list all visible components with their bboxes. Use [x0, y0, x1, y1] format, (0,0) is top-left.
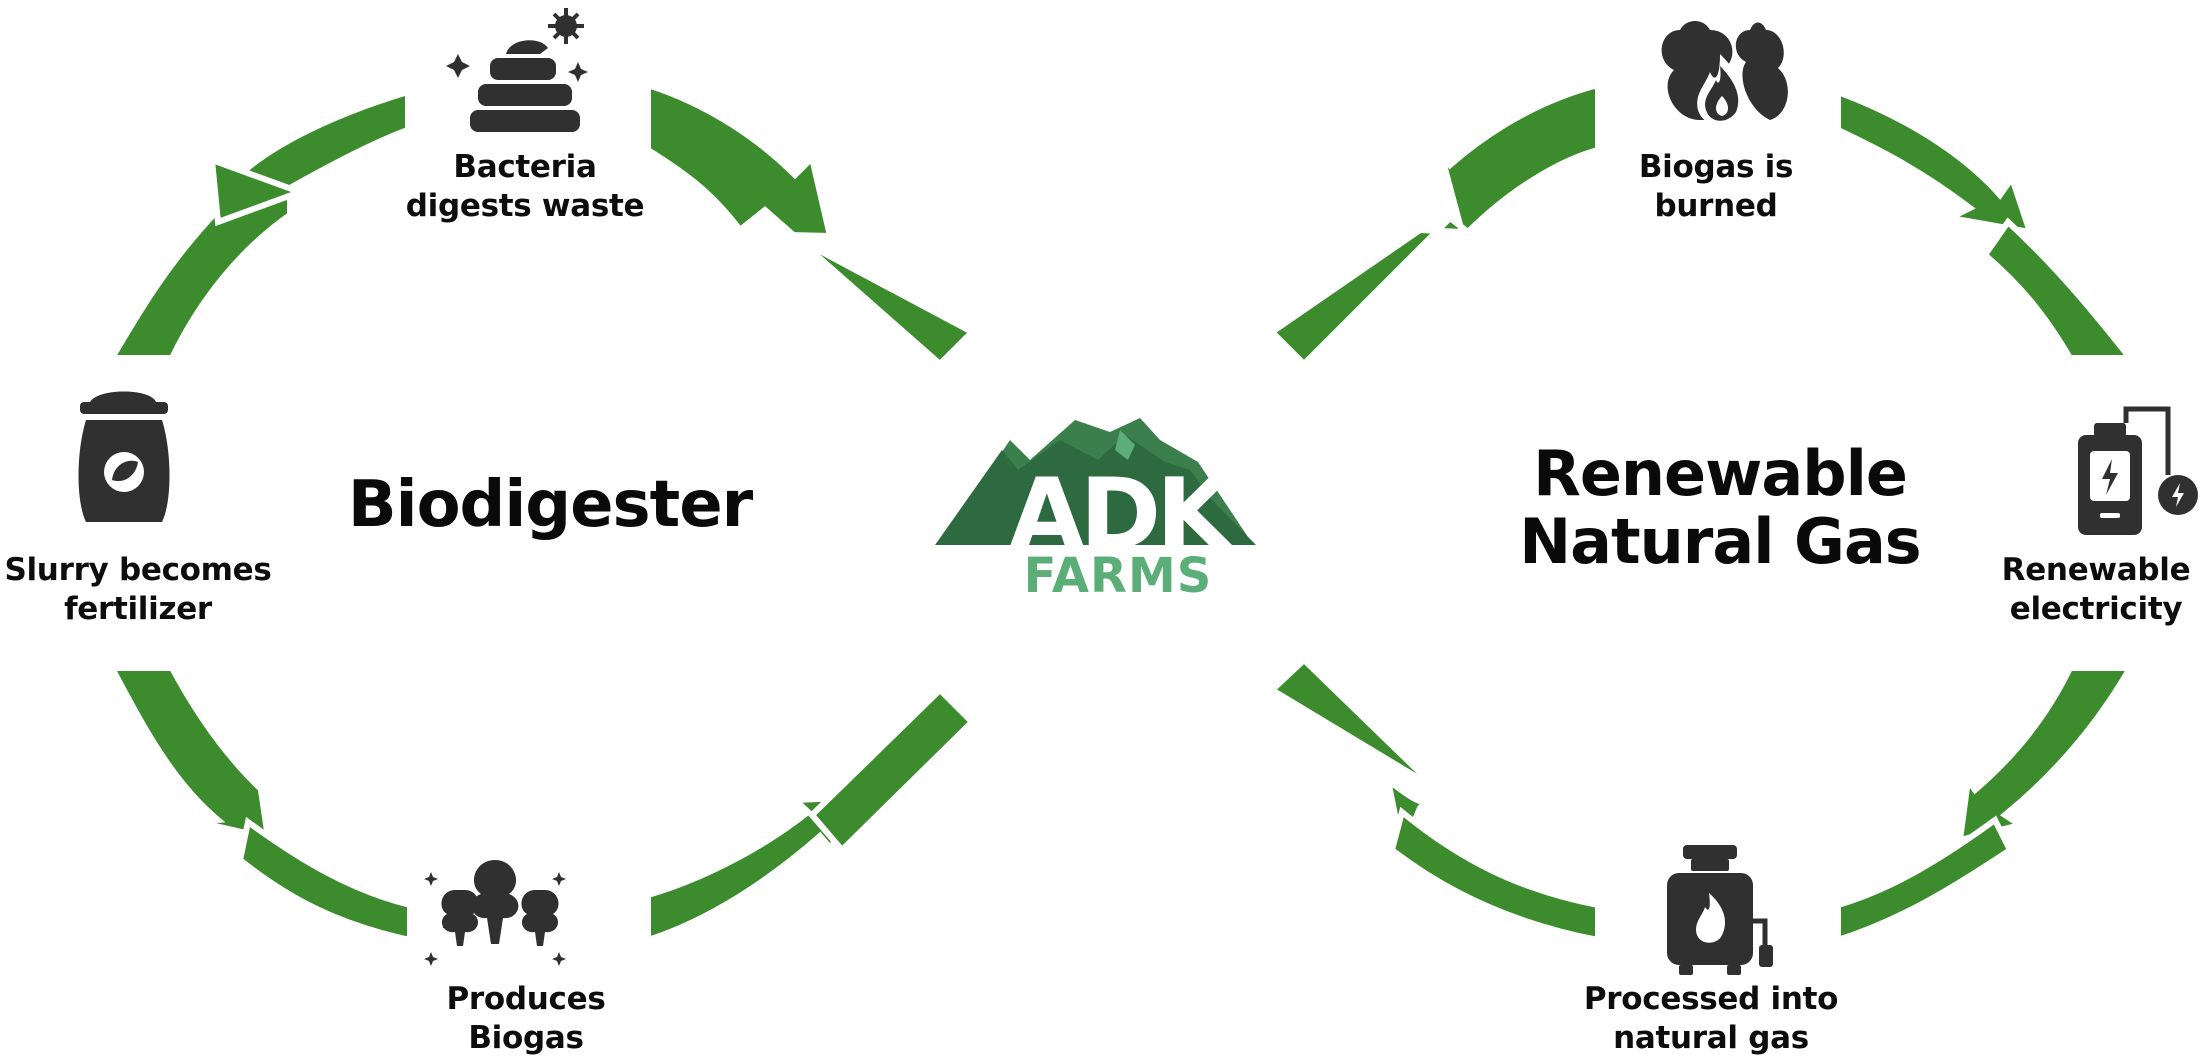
arrow-right-top-left	[1267, 81, 1601, 369]
arrow-right-top-right	[1835, 87, 2137, 361]
fertilizer-bag-icon	[78, 391, 170, 522]
label-renewable-electricity: Renewable electricity	[1980, 551, 2212, 629]
label-produces-biogas: Produces Biogas	[376, 980, 676, 1058]
biogas-plants-icon	[424, 860, 566, 966]
label-produces-line2: Biogas	[468, 1020, 584, 1056]
label-bacteria-digests-waste: Bacteria digests waste	[370, 148, 680, 226]
label-electricity-line2: electricity	[2009, 591, 2183, 627]
label-processed-line2: natural gas	[1613, 1020, 1809, 1056]
label-slurry-line2: fertilizer	[64, 591, 212, 627]
logo-mountain-front	[935, 435, 1256, 545]
arrow-right-bottom-left	[1267, 655, 1601, 944]
heading-renewable-natural-gas: Renewable Natural Gas	[1450, 440, 1990, 576]
adk-farms-logo: ADK FARMS	[935, 418, 1256, 604]
label-electricity-line1: Renewable	[2001, 552, 2191, 588]
waste-bacteria-icon	[446, 8, 588, 132]
arrow-left-bottom-right	[645, 685, 977, 945]
label-burned-line2: burned	[1654, 188, 1778, 224]
label-bacteria-line2: digests waste	[405, 188, 645, 224]
battery-charger-icon	[2078, 406, 2198, 535]
label-burned-line1: Biogas is	[1638, 149, 1794, 185]
label-produces-line1: Produces	[446, 981, 606, 1017]
logo-adk-text: ADK	[1009, 458, 1235, 572]
label-processed-line1: Processed into	[1583, 981, 1839, 1017]
arrow-left-top-right	[645, 80, 977, 369]
heading-rng-line2: Natural Gas	[1519, 505, 1921, 578]
label-slurry-becomes-fertilizer: Slurry becomes fertilizer	[0, 551, 276, 629]
gas-cylinder-icon	[1667, 845, 1773, 975]
flame-smoke-icon	[1661, 21, 1788, 126]
label-biogas-is-burned: Biogas is burned	[1566, 148, 1866, 226]
label-bacteria-line1: Bacteria	[453, 149, 597, 185]
arrow-left-top-left	[106, 87, 411, 361]
label-slurry-line1: Slurry becomes	[4, 552, 272, 588]
heading-biodigester: Biodigester	[300, 470, 800, 540]
label-processed-into-natural-gas: Processed into natural gas	[1546, 980, 1876, 1058]
arrow-right-bottom-right	[1835, 665, 2136, 945]
heading-biodigester-text: Biodigester	[347, 468, 753, 542]
logo-farms-text: FARMS	[1024, 548, 1213, 604]
arrow-left-bottom-left	[106, 665, 413, 944]
heading-rng-line1: Renewable	[1533, 437, 1908, 510]
